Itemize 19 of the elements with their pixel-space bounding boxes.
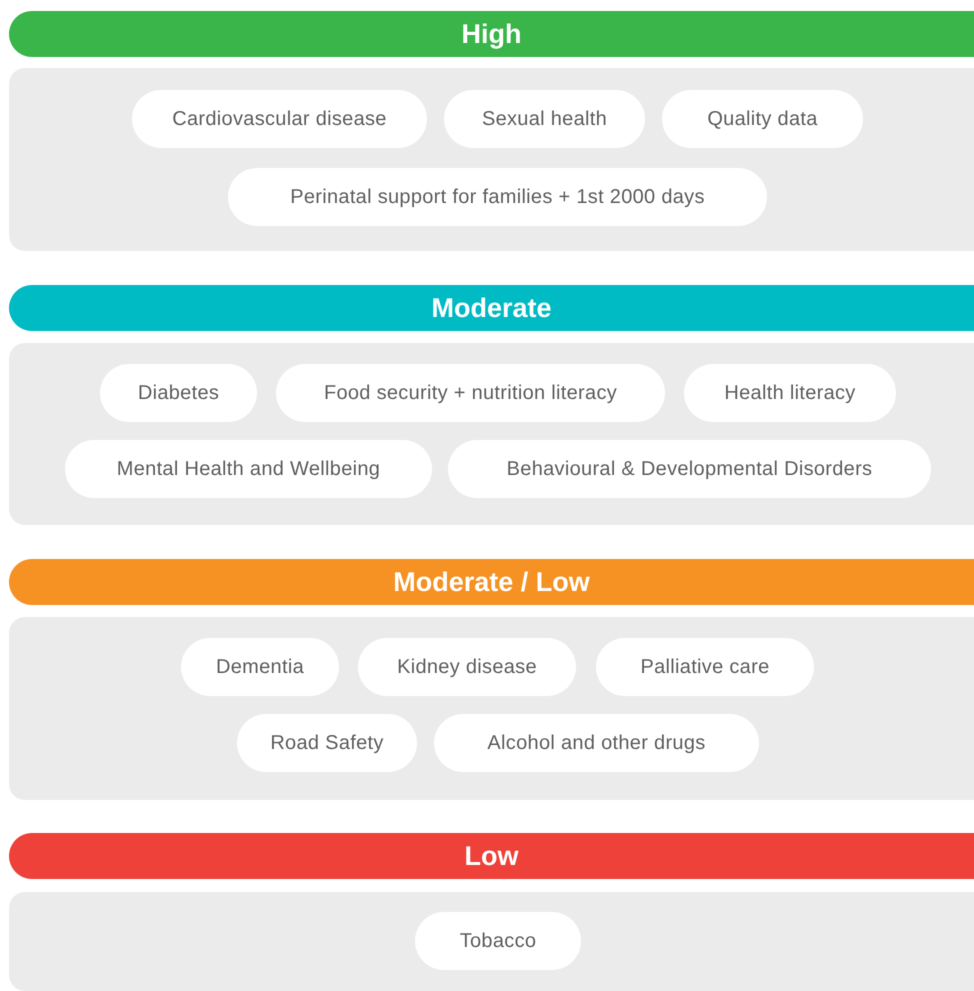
priority-header-bar: Moderate xyxy=(9,285,974,331)
topic-pill: Tobacco xyxy=(415,912,581,970)
priority-header-bar: High xyxy=(9,11,974,57)
topic-pill: Sexual health xyxy=(444,90,645,148)
topic-pill: Quality data xyxy=(662,90,863,148)
topic-pill: Alcohol and other drugs xyxy=(434,714,759,772)
topic-pill: Food security + nutrition literacy xyxy=(276,364,665,422)
topic-pill: Diabetes xyxy=(100,364,257,422)
priority-header-bar: Moderate / Low xyxy=(9,559,974,605)
topic-pill: Road Safety xyxy=(237,714,417,772)
topic-pill: Perinatal support for families + 1st 2000 days xyxy=(228,168,767,226)
topic-pill: Kidney disease xyxy=(358,638,576,696)
topic-pill: Dementia xyxy=(181,638,339,696)
topic-pill: Behavioural & Developmental Disorders xyxy=(448,440,931,498)
topic-pill: Cardiovascular disease xyxy=(132,90,427,148)
priority-header-bar: Low xyxy=(9,833,974,879)
topic-pill: Health literacy xyxy=(684,364,896,422)
topic-pill: Mental Health and Wellbeing xyxy=(65,440,432,498)
topic-pill: Palliative care xyxy=(596,638,814,696)
